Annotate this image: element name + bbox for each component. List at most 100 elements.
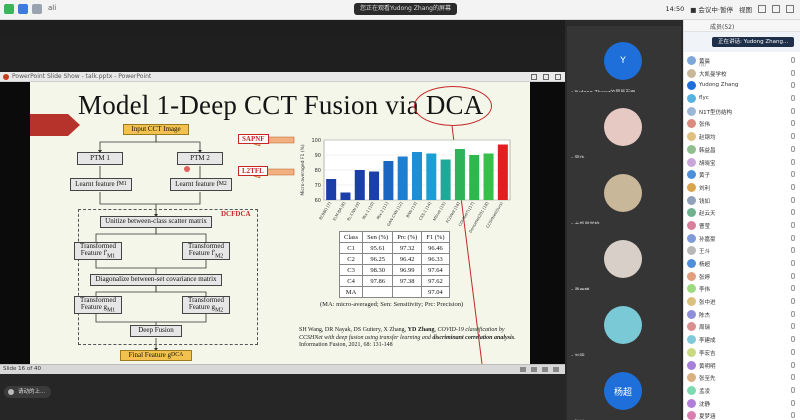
signal-icon[interactable] — [32, 4, 42, 14]
video-tile[interactable]: YYudong Zhang的屏幕页面 — [567, 26, 681, 98]
menu-icon[interactable] — [542, 367, 548, 372]
list-item[interactable]: 张伟 — [684, 117, 800, 130]
list-item[interactable]: 黄子 — [684, 168, 800, 181]
list-item[interactable]: 李建成 — [684, 333, 800, 346]
task-button[interactable]: 请动的上... — [4, 386, 52, 398]
avatar — [687, 297, 696, 307]
table-cell: 96.33 — [421, 253, 450, 265]
mic-icon — [791, 82, 795, 89]
mic-icon — [791, 247, 795, 254]
list-item[interactable]: 赵云天 — [684, 206, 800, 219]
record-status[interactable]: ■ 会议中·暂停 — [690, 6, 733, 14]
ppt-close-icon[interactable] — [555, 74, 561, 80]
mic-icon — [791, 374, 795, 381]
list-item[interactable]: 张婷 — [684, 270, 800, 283]
list-item[interactable]: 孟凌 — [684, 384, 800, 397]
list-item[interactable]: 孙嘉豪 — [684, 232, 800, 245]
avatar — [687, 132, 696, 142]
list-item[interactable]: 李伟 — [684, 282, 800, 295]
maximize-icon[interactable] — [772, 5, 780, 13]
participant-name: 刘利 — [699, 185, 711, 192]
list-item[interactable]: Yudong Zhang — [684, 79, 800, 92]
table-header-cell: Class — [338, 231, 364, 243]
list-item[interactable]: 沈静 — [684, 397, 800, 410]
list-item[interactable]: flyc — [684, 92, 800, 105]
list-item[interactable]: 李宏吉 — [684, 346, 800, 359]
video-tile[interactable]: 刘明 — [567, 290, 681, 362]
video-tile[interactable]: 大凯曼学校 — [567, 158, 681, 230]
screen-share-banner: 您正在观看Yudong Zhang的屏幕 — [354, 3, 457, 15]
list-item[interactable]: 杨超 — [684, 257, 800, 270]
trans1-line1: Transformed — [80, 241, 116, 250]
list-item[interactable]: 韩益昌 — [684, 143, 800, 156]
participant-name: 孟凌 — [699, 388, 711, 395]
list-item[interactable]: 张中进 — [684, 295, 800, 308]
list-item[interactable]: 钱如 — [684, 194, 800, 207]
close-icon[interactable] — [786, 5, 794, 13]
table-cell: 97.38 — [392, 275, 423, 287]
powerpoint-titlebar: PowerPoint Slide Show - talk.pptx - Powe… — [0, 72, 565, 82]
citation-title-bold: discriminant correlation analysis — [432, 334, 515, 341]
top-left-text: ali — [48, 4, 57, 12]
video-tile[interactable]: 费雨曦 — [567, 224, 681, 296]
list-item[interactable]: 周瑞 — [684, 320, 800, 333]
tf2-line2: Feature g — [188, 302, 216, 311]
top-bar: ali 您正在观看Yudong Zhang的屏幕 14:50 ■ 会议中·暂停 … — [0, 0, 800, 20]
table-cell: 97.04 — [421, 286, 450, 298]
list-item[interactable]: 刘利 — [684, 181, 800, 194]
list-item[interactable]: 黄晨(我) — [684, 54, 800, 67]
slide[interactable]: Model 1-Deep CCT Fusion via DCA — [30, 82, 530, 364]
prev-slide-icon[interactable] — [520, 367, 526, 372]
avatar — [687, 157, 696, 167]
info-icon[interactable] — [18, 4, 28, 14]
list-item[interactable]: 夏梦涵 — [684, 409, 800, 420]
participant-name: 孙嘉豪 — [699, 236, 716, 243]
participant-name: 沈静 — [699, 401, 711, 408]
list-item[interactable]: 王斗 — [684, 244, 800, 257]
mic-icon — [791, 133, 795, 140]
ptm1-box: PTM 1 — [77, 152, 123, 165]
shield-icon[interactable] — [4, 4, 14, 14]
sapnf-label: SAPNF — [238, 134, 269, 144]
view-button[interactable]: 视图 — [739, 6, 752, 14]
list-item[interactable]: 曹莹 — [684, 219, 800, 232]
feat2-label: Learnt feature f — [175, 179, 219, 188]
avatar — [687, 68, 696, 78]
table-cell: 96.25 — [362, 253, 394, 265]
list-item[interactable]: 陈杰 — [684, 308, 800, 321]
avatar — [687, 182, 696, 192]
table-cell: C2 — [338, 253, 364, 265]
input-cct-image-box: Input CCT Image — [123, 124, 189, 135]
list-item[interactable]: 大凯曼学校 — [684, 67, 800, 80]
citation-author-bold: YD Zhang — [407, 327, 435, 333]
participant-name: 李伟 — [699, 287, 711, 294]
minimize-icon[interactable] — [758, 5, 766, 13]
list-item[interactable]: 黄明明 — [684, 359, 800, 372]
list-item[interactable]: N1T型仿结构 — [684, 105, 800, 118]
y-tick-label: 90 — [315, 153, 321, 159]
next-slide-icon[interactable] — [531, 367, 537, 372]
list-item[interactable]: 胡晓宝 — [684, 156, 800, 169]
mic-icon — [791, 348, 795, 355]
dcfdca-label: DCFDCA — [221, 210, 251, 218]
list-item[interactable]: 张至先 — [684, 371, 800, 384]
ppt-minimize-icon[interactable] — [531, 74, 537, 80]
table-cell: 96.46 — [421, 242, 450, 254]
list-item[interactable]: 赵钢均 — [684, 130, 800, 143]
final-label: Final Feature g — [128, 350, 172, 359]
transformed-feature-1-box: Transformed Feature f'M1 — [74, 242, 122, 260]
ppt-maximize-icon[interactable] — [543, 74, 549, 80]
video-tile[interactable]: 国华 — [567, 92, 681, 164]
participant-name: 钱如 — [699, 198, 711, 205]
mic-icon — [791, 234, 795, 241]
powerpoint-window-title: PowerPoint Slide Show - talk.pptx - Powe… — [12, 73, 152, 80]
zoom-icon[interactable] — [553, 367, 559, 372]
ppt-status-bar: Slide 16 of 40 — [0, 364, 565, 374]
video-tile[interactable]: 杨超张悦 — [567, 356, 681, 420]
trans1-sub: M1 — [107, 253, 116, 260]
